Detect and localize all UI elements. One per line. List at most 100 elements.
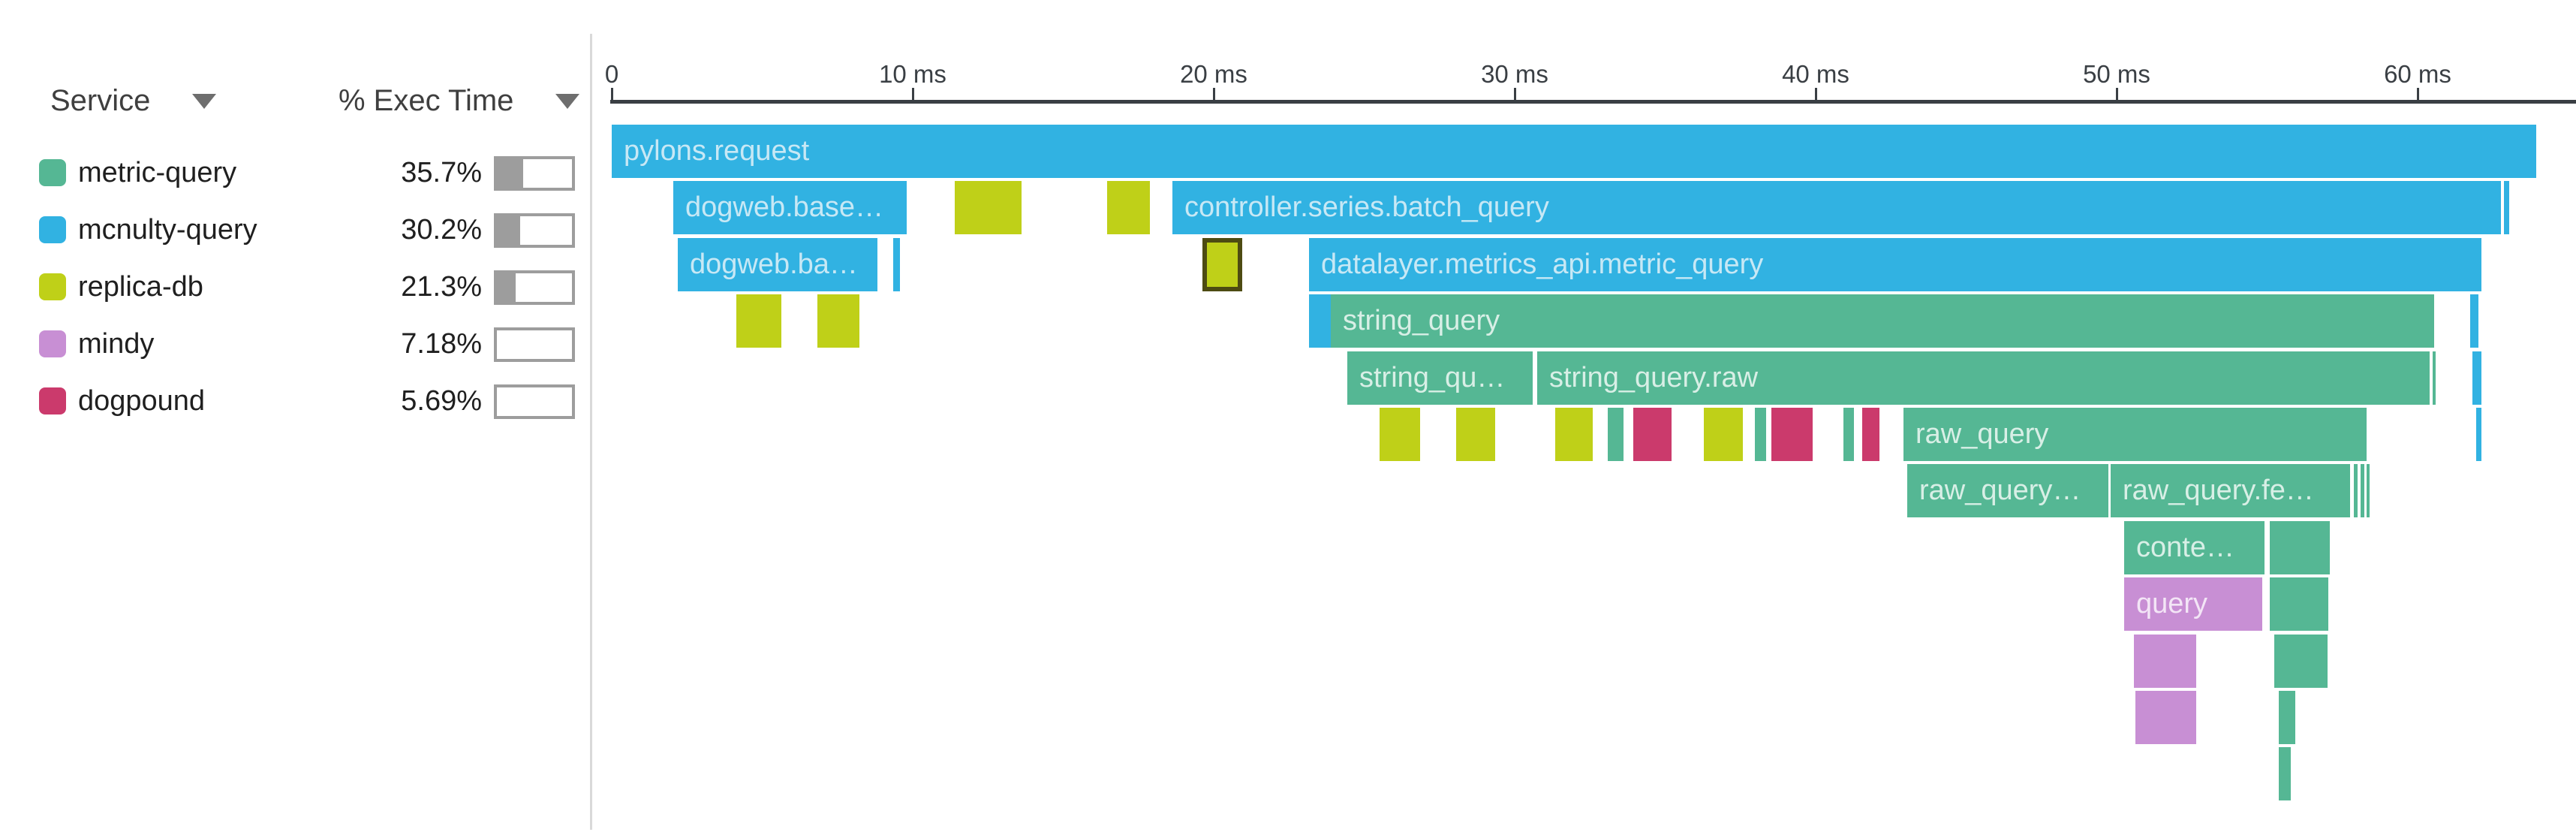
service-row-mcnulty-query[interactable]: mcnulty-query 30.2%: [0, 201, 590, 258]
exec-time-bar: [494, 384, 575, 419]
span-replica-db[interactable]: [1704, 408, 1743, 461]
sort-arrow-icon[interactable]: [555, 93, 580, 109]
span-label: datalayer.metrics_api.metric_query: [1321, 249, 1764, 280]
axis-tick: [1815, 88, 1817, 100]
service-name: mcnulty-query: [78, 214, 257, 246]
exec-time-column-header[interactable]: % Exec Time: [339, 84, 580, 118]
span-replica-db[interactable]: [1202, 238, 1242, 291]
span-query[interactable]: query: [2124, 577, 2262, 631]
span-metric-query[interactable]: [2367, 464, 2370, 517]
span-label: raw_query.fe…: [2123, 475, 2314, 506]
exec-time-bar-fill: [497, 273, 516, 302]
axis-tick-label: 60 ms: [2384, 60, 2451, 88]
span-raw_query.fe[interactable]: raw_query.fe…: [2111, 464, 2350, 517]
axis-tick-label: 0: [604, 60, 619, 88]
span-metric-query[interactable]: [1755, 408, 1766, 461]
axis-tick: [611, 88, 613, 100]
span-metric-query[interactable]: [1843, 408, 1854, 461]
exec-time-bar: [494, 270, 575, 305]
span-metric-query[interactable]: [2270, 521, 2330, 574]
exec-time-bar: [494, 213, 575, 248]
service-color-swatch: [39, 387, 66, 414]
span-raw_query[interactable]: raw_query: [1903, 408, 2367, 461]
span-mcnulty-query[interactable]: [2472, 351, 2481, 405]
span-mcnulty-query[interactable]: [1309, 294, 1331, 348]
axis-tick: [2417, 88, 2419, 100]
span-dogpound[interactable]: [1633, 408, 1672, 461]
span-dogpound[interactable]: [1771, 408, 1813, 461]
span-label: dogweb.ba…: [690, 249, 858, 280]
axis-tick-label: 50 ms: [2083, 60, 2150, 88]
axis-tick-label: 40 ms: [1782, 60, 1849, 88]
span-label: dogweb.base…: [685, 191, 884, 223]
span-label: raw_query: [1915, 418, 2049, 450]
span-dogpound[interactable]: [1862, 408, 1879, 461]
span-metric-query[interactable]: [2354, 464, 2358, 517]
span-replica-db[interactable]: [1380, 408, 1420, 461]
span-controller.series.batch_query[interactable]: controller.series.batch_query: [1172, 181, 2501, 234]
service-row-mindy[interactable]: mindy 7.18%: [0, 315, 590, 372]
span-label: string_query.raw: [1549, 362, 1759, 393]
span-label: pylons.request: [624, 135, 810, 167]
span-label: string_query: [1343, 305, 1500, 336]
exec-time-bar: [494, 327, 575, 362]
span-mcnulty-query[interactable]: [2476, 408, 2481, 461]
span-replica-db[interactable]: [1555, 408, 1593, 461]
span-replica-db[interactable]: [955, 181, 1022, 234]
span-metric-query[interactable]: [2274, 635, 2328, 688]
span-mcnulty-query[interactable]: [2504, 181, 2509, 234]
span-mindy[interactable]: [2134, 635, 2196, 688]
span-dogweb.ba[interactable]: dogweb.ba…: [678, 238, 877, 291]
span-raw_query[interactable]: raw_query…: [1907, 464, 2108, 517]
span-conte[interactable]: conte…: [2124, 521, 2265, 574]
span-metric-query[interactable]: [2361, 464, 2364, 517]
axis-tick-label: 30 ms: [1481, 60, 1548, 88]
span-replica-db[interactable]: [1456, 408, 1495, 461]
service-color-swatch: [39, 273, 66, 300]
exec-time-value: 30.2%: [401, 214, 482, 246]
span-string_query.raw[interactable]: string_query.raw: [1537, 351, 2430, 405]
service-color-swatch: [39, 216, 66, 243]
service-color-swatch: [39, 159, 66, 186]
panel-divider: [590, 34, 592, 830]
span-metric-query[interactable]: [2279, 747, 2291, 800]
span-mcnulty-query[interactable]: [2470, 294, 2478, 348]
span-string_qu[interactable]: string_qu…: [1347, 351, 1533, 405]
span-mindy[interactable]: [2135, 691, 2196, 744]
exec-time-bar-fill: [497, 216, 520, 245]
service-color-swatch: [39, 330, 66, 357]
axis-tick: [2116, 88, 2118, 100]
exec-time-value: 35.7%: [401, 157, 482, 188]
service-name: mindy: [78, 328, 155, 360]
axis-tick: [1213, 88, 1215, 100]
service-column-header[interactable]: Service: [50, 84, 217, 118]
span-replica-db[interactable]: [1107, 181, 1150, 234]
axis-tick: [912, 88, 914, 100]
service-column-label: Service: [50, 84, 151, 117]
sort-arrow-icon[interactable]: [192, 93, 217, 109]
axis-tick-label: 20 ms: [1180, 60, 1247, 88]
exec-time-value: 21.3%: [401, 271, 482, 303]
time-axis-line: [610, 100, 2576, 104]
span-label: conte…: [2136, 532, 2234, 563]
span-pylons.request[interactable]: pylons.request: [612, 125, 2536, 178]
span-metric-query[interactable]: [1608, 408, 1624, 461]
span-label: string_qu…: [1359, 362, 1506, 393]
span-dogweb.base[interactable]: dogweb.base…: [673, 181, 907, 234]
span-label: query: [2136, 588, 2208, 619]
span-replica-db[interactable]: [817, 294, 859, 348]
span-metric-query[interactable]: [2279, 691, 2295, 744]
span-string_query[interactable]: string_query: [1331, 294, 2434, 348]
span-metric-query[interactable]: [2433, 351, 2436, 405]
span-datalayer.metrics_api.metric_query[interactable]: datalayer.metrics_api.metric_query: [1309, 238, 2481, 291]
span-mcnulty-query[interactable]: [893, 238, 900, 291]
service-name: dogpound: [78, 385, 206, 417]
exec-time-bar-fill: [497, 159, 523, 188]
span-metric-query[interactable]: [2270, 577, 2328, 631]
span-replica-db[interactable]: [736, 294, 781, 348]
span-label: raw_query…: [1919, 475, 2081, 506]
exec-time-value: 7.18%: [401, 328, 482, 360]
